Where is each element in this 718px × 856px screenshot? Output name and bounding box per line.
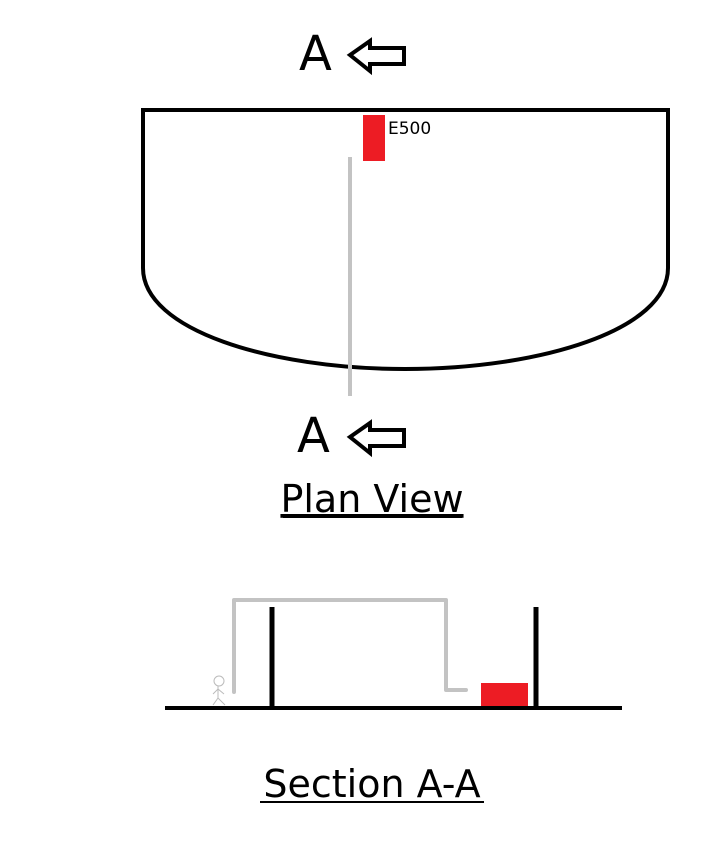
section-arrow-bottom-icon xyxy=(346,419,406,458)
section-view-title: Section A-A xyxy=(263,762,480,806)
plan-view: A E500 A Plan View xyxy=(141,26,670,521)
section-arrow-top-icon xyxy=(346,37,406,76)
equipment-e500-plan xyxy=(363,115,385,161)
section-marker-bottom-label: A xyxy=(297,408,330,464)
section-marker-top-label: A xyxy=(299,26,332,82)
equipment-e500-section xyxy=(481,683,528,706)
section-view: Section A-A xyxy=(165,598,622,806)
tank-outline-plan xyxy=(141,108,670,372)
equipment-label: E500 xyxy=(388,119,431,139)
section-path-line xyxy=(232,598,468,694)
person-icon xyxy=(212,675,226,706)
plan-view-title: Plan View xyxy=(280,477,463,521)
